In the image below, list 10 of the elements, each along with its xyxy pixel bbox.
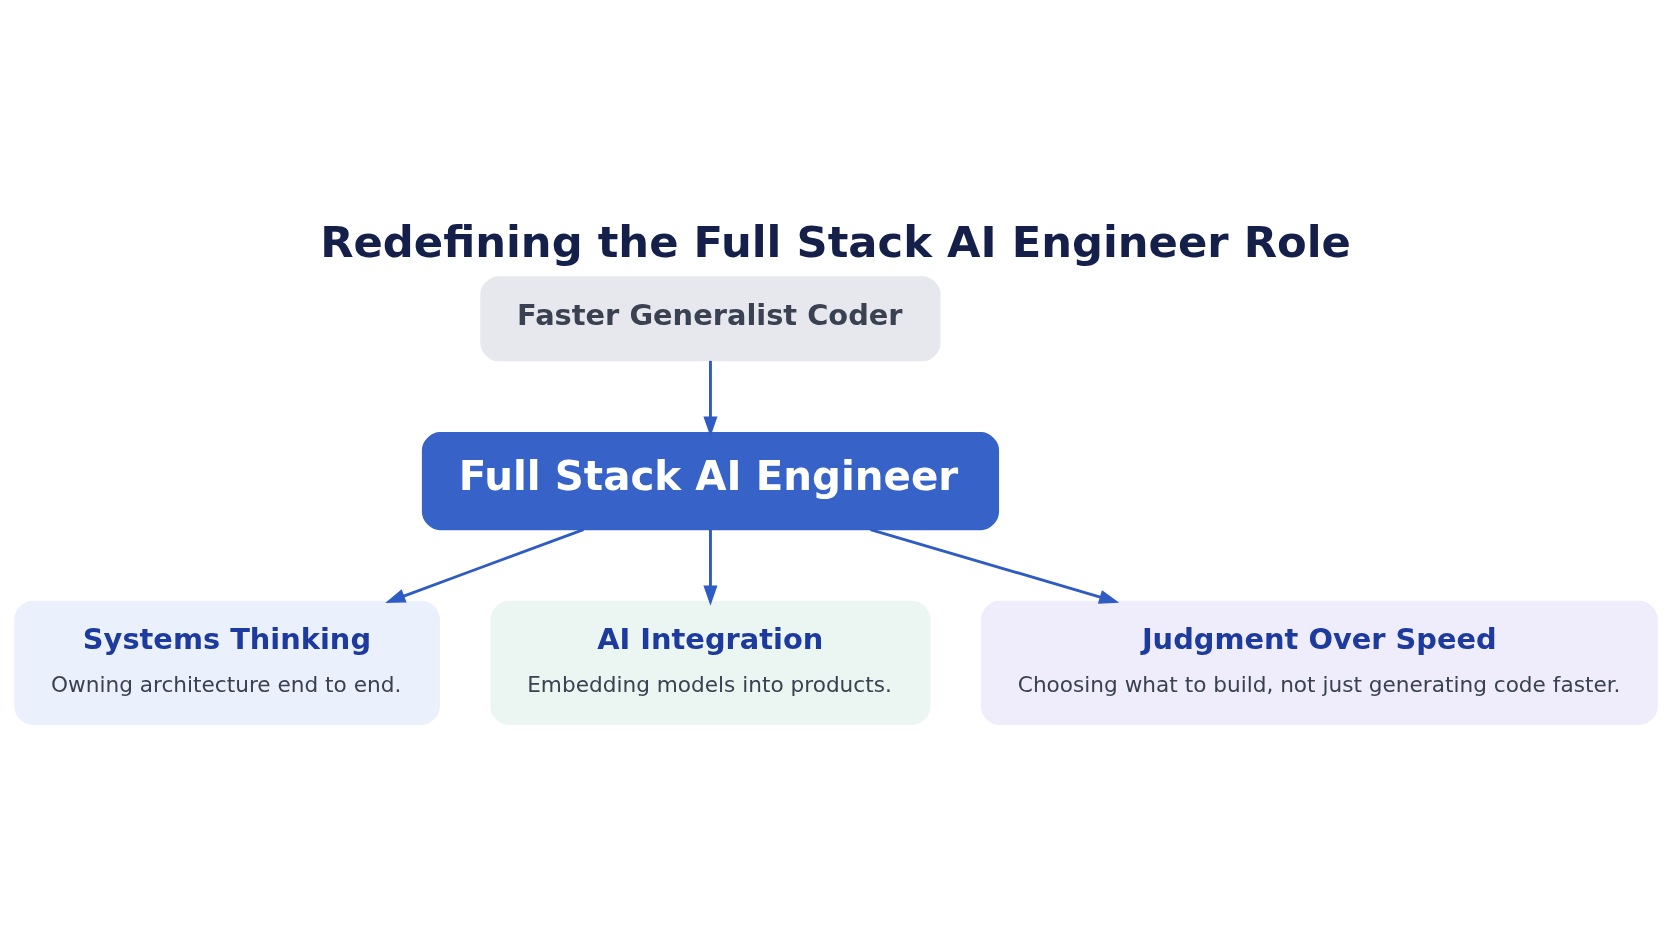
arrow: [385, 527, 584, 603]
arrow: [703, 360, 718, 437]
node-box: Judgment Over Speed Choosing what to build, not just generating code faster.: [981, 600, 1658, 725]
arrow: [703, 529, 718, 606]
diagram-title: Redefining the Full Stack AI Engineer Role: [320, 216, 1351, 267]
node-box: Faster Generalist Coder: [480, 275, 941, 361]
node-box: Full Stack AI Engineer: [421, 431, 1000, 530]
node-box: AI Integration Embedding models into products.: [490, 600, 931, 725]
node-box: Systems Thinking Owning architecture end to end.: [14, 600, 440, 725]
arrow: [870, 527, 1120, 604]
